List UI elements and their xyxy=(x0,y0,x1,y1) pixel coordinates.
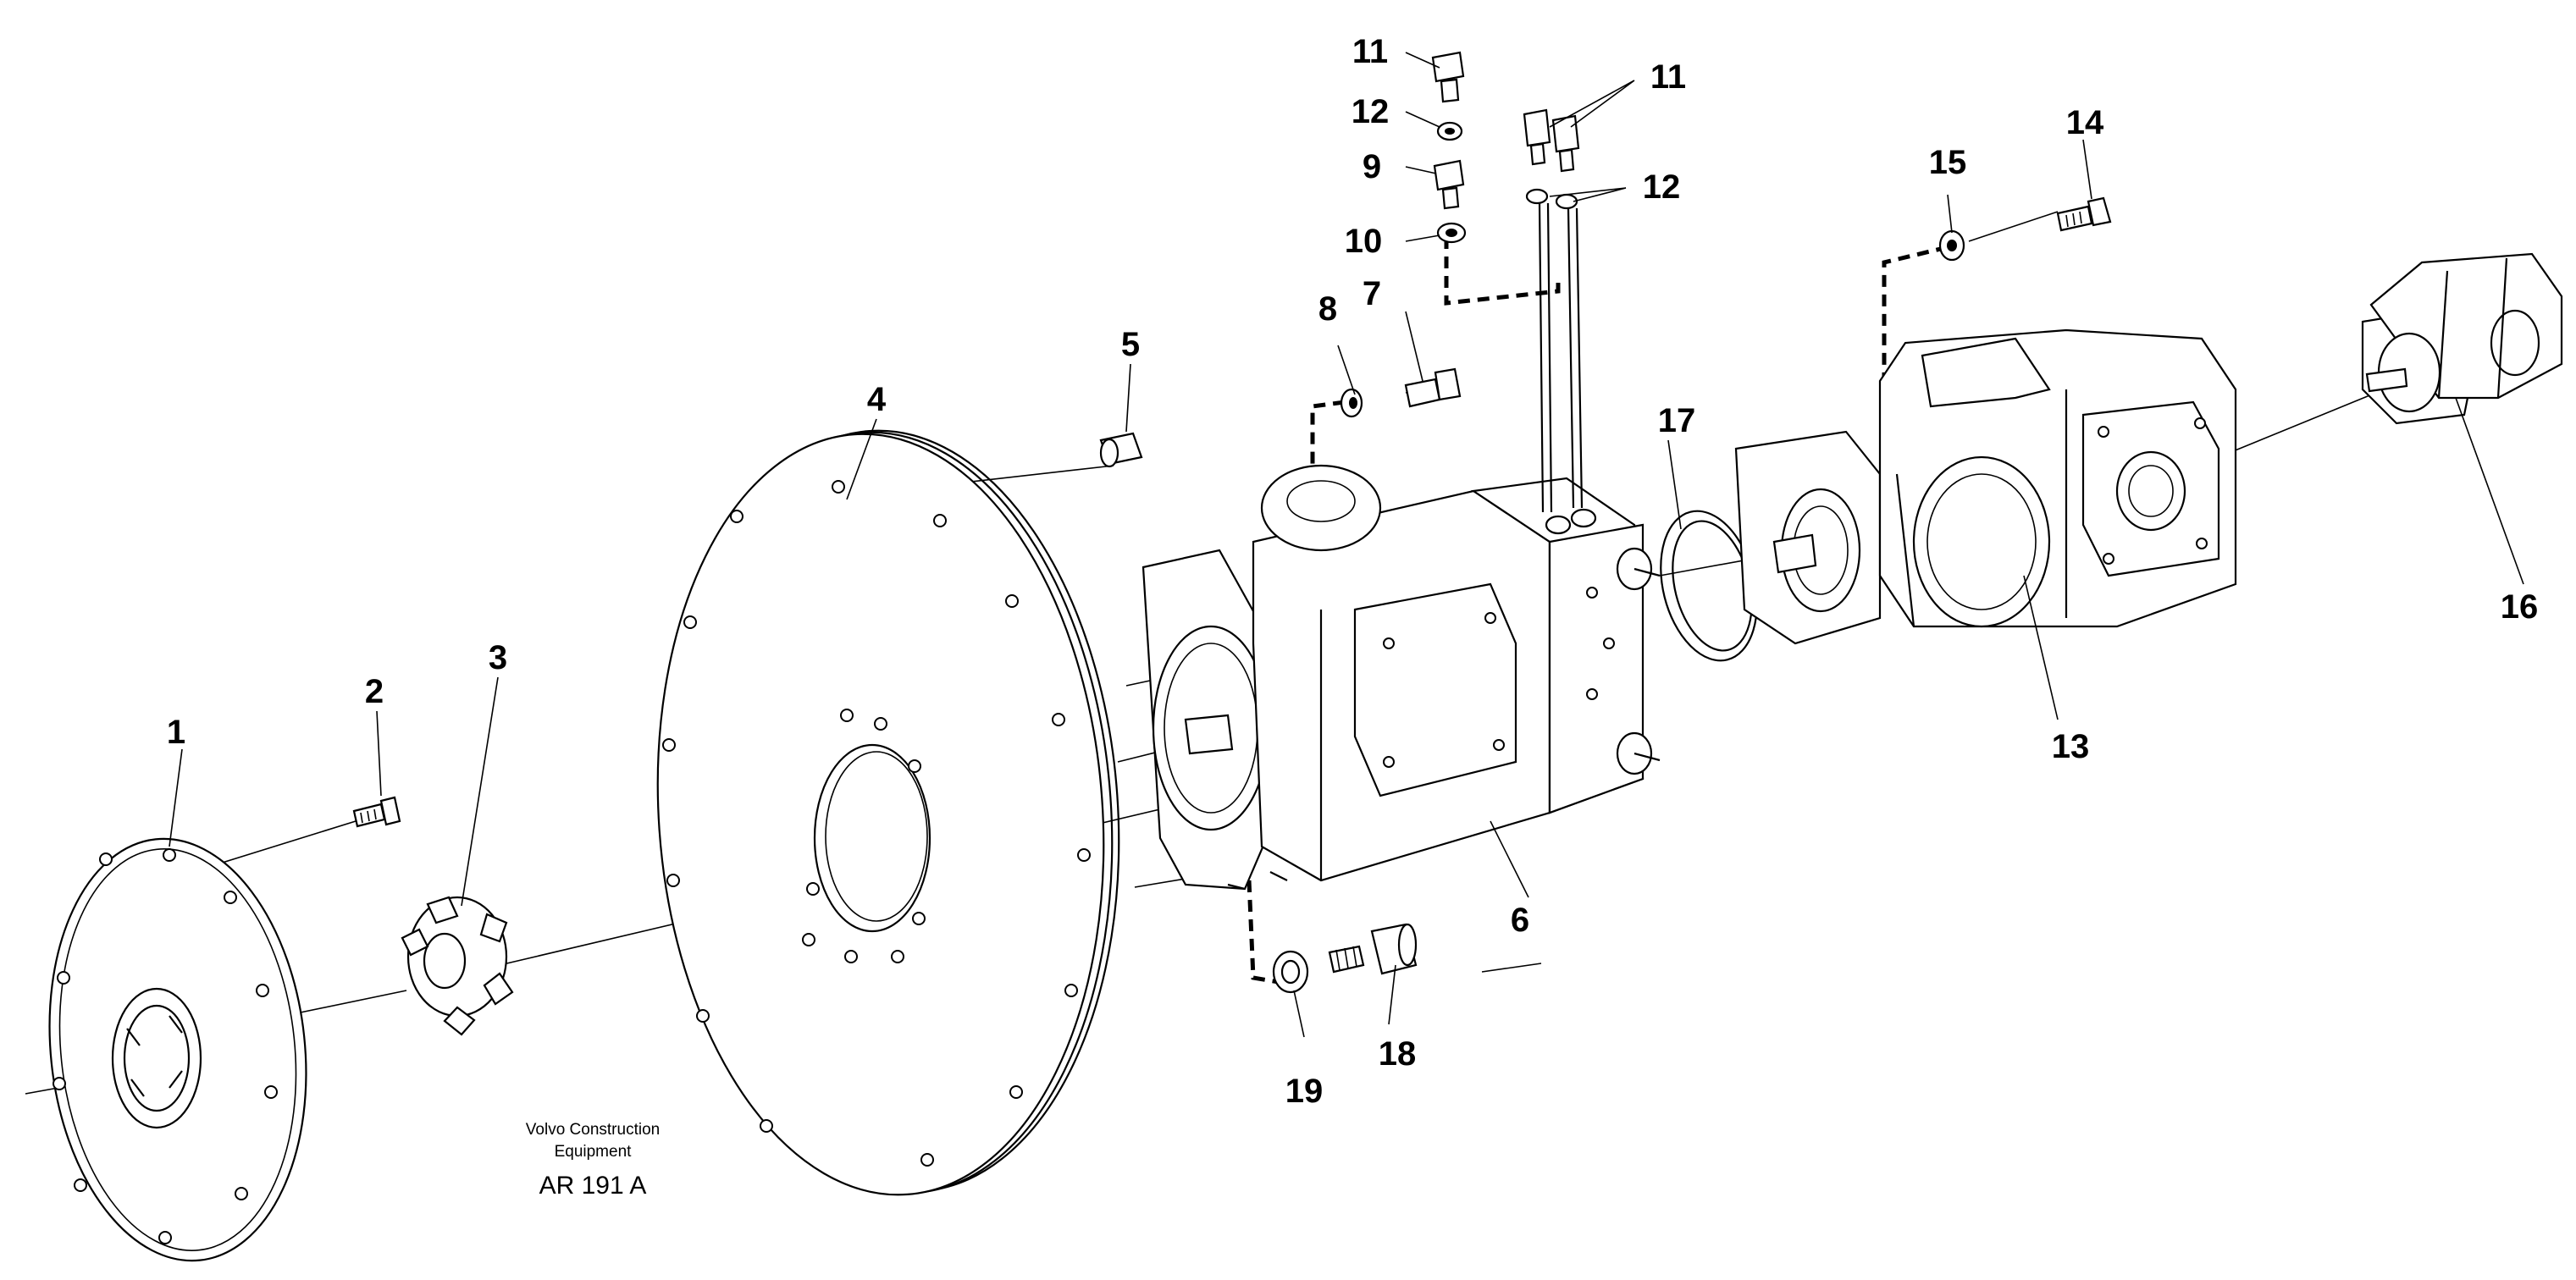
label-part-19: 19 xyxy=(1285,1073,1324,1110)
credit-block: Volvo Construction Equipment AR 191 A xyxy=(526,1121,660,1200)
part-4-flywheel-disc xyxy=(656,429,1120,1196)
part-14-bolt xyxy=(2056,196,2112,232)
part-1-flange-plate xyxy=(48,837,307,1262)
part-10-washer xyxy=(1436,222,1467,244)
label-part-15: 15 xyxy=(1929,144,1967,181)
label-part-17: 17 xyxy=(1658,402,1696,439)
label-part-6: 6 xyxy=(1511,902,1529,939)
part-13-tandem-pump xyxy=(1734,328,2237,645)
part-9-adapter xyxy=(1433,159,1465,210)
part-11-fitting-top xyxy=(1431,51,1465,103)
part-2-screw xyxy=(352,796,401,828)
label-part-4: 4 xyxy=(867,381,887,418)
label-part-8: 8 xyxy=(1318,290,1337,328)
part-7-screw xyxy=(1404,367,1462,408)
part-16-gear-pump xyxy=(2361,252,2563,425)
label-part-11-left: 11 xyxy=(1352,33,1388,70)
part-6-main-pump xyxy=(1142,464,1661,891)
part-8-washer xyxy=(1340,388,1363,418)
part-12-washers-pair xyxy=(1525,188,1578,210)
part-5-screw xyxy=(1099,432,1143,468)
leader-lines xyxy=(169,52,2524,1038)
part-3-coupling-hub xyxy=(401,896,514,1036)
credit-equipment-line: Equipment xyxy=(555,1143,633,1161)
part-18-plug-spring xyxy=(1328,923,1418,975)
label-part-11-right: 11 xyxy=(1650,58,1686,96)
label-part-14: 14 xyxy=(2066,104,2104,141)
label-part-18: 18 xyxy=(1379,1035,1417,1073)
label-part-12-left: 12 xyxy=(1352,93,1390,130)
label-part-2: 2 xyxy=(365,673,384,710)
label-part-16: 16 xyxy=(2501,588,2539,626)
label-part-13: 13 xyxy=(2052,728,2090,765)
credit-company-line: Volvo Construction xyxy=(526,1121,660,1139)
label-part-10: 10 xyxy=(1345,223,1383,260)
fitting-tubes xyxy=(1538,202,1584,513)
label-part-12-right: 12 xyxy=(1643,168,1681,206)
part-12-washer-top xyxy=(1436,121,1463,141)
label-part-9: 9 xyxy=(1363,148,1381,185)
label-part-7: 7 xyxy=(1363,275,1381,312)
part-15-washer xyxy=(1938,229,1965,262)
part-19-seal-ring xyxy=(1272,950,1309,994)
label-part-5: 5 xyxy=(1121,326,1140,363)
label-part-1: 1 xyxy=(167,714,185,751)
label-part-3: 3 xyxy=(489,639,507,676)
part-11-fittings-pair xyxy=(1523,108,1580,173)
figure-reference-code: AR 191 A xyxy=(539,1172,647,1200)
part-labels: 1 2 3 4 5 6 7 8 9 10 11 12 11 12 13 14 1… xyxy=(167,33,2538,1110)
